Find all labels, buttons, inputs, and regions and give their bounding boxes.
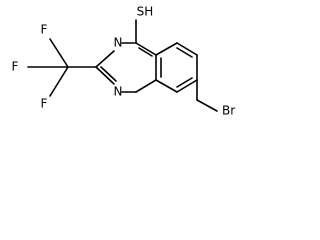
chemical-structure-canvas: SH N N Br F F F bbox=[11, 4, 236, 118]
bond-c2-n1-double bbox=[100, 66, 117, 82]
nitrogen-bottom-label: N bbox=[114, 85, 123, 99]
bond-c4a-c5 bbox=[155, 42, 178, 56]
bond-c5-c6-double bbox=[176, 47, 193, 58]
nitrogen-top-label: N bbox=[114, 36, 123, 50]
bond-c4-c4a-double bbox=[138, 47, 153, 57]
bond-cf3-f-top bbox=[49, 38, 69, 68]
bromine-label: Br bbox=[222, 104, 235, 118]
bond-c8-c8a bbox=[155, 79, 178, 93]
sulfhydryl-label: SH bbox=[137, 5, 154, 19]
bond-c7-c8-double bbox=[176, 77, 193, 88]
bond-c4-c4a bbox=[135, 42, 157, 56]
bond-c5-c6 bbox=[176, 42, 198, 56]
bond-cf3-f-bottom bbox=[49, 66, 69, 97]
bond-c7-c8 bbox=[176, 79, 198, 93]
bond-c8-c8a-extra bbox=[135, 79, 157, 93]
bond-c6-br bbox=[196, 99, 218, 112]
fluorine-top-label: F bbox=[41, 23, 48, 37]
fluorine-left-label: F bbox=[12, 60, 19, 74]
molecule-diagram: SH N N Br F F F bbox=[12, 5, 236, 118]
bond-n3-c2 bbox=[95, 50, 115, 68]
fluorine-bottom-label: F bbox=[41, 97, 48, 111]
bond-c2-n1 bbox=[95, 66, 115, 85]
